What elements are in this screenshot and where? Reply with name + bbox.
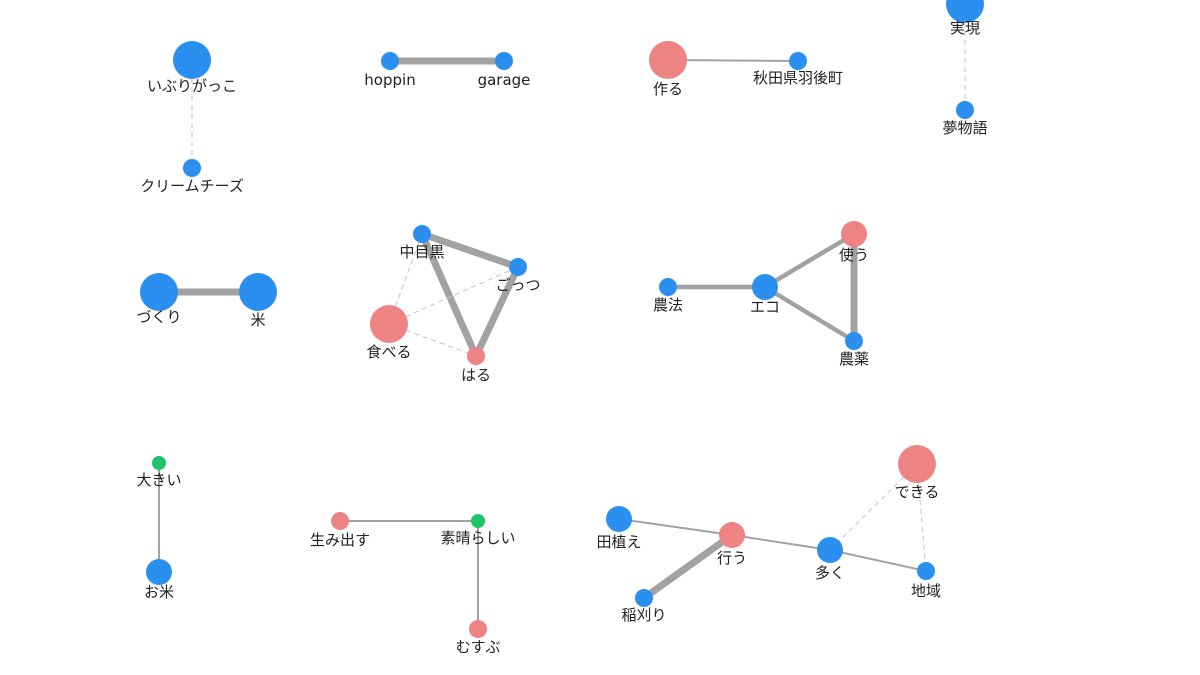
node-label-garage: garage <box>478 71 531 89</box>
edge-eco-tsukau <box>763 232 856 289</box>
node-umidasu[interactable] <box>331 512 349 530</box>
node-label-ookii: 大きい <box>136 471 181 489</box>
node-iburigakko[interactable] <box>173 41 211 79</box>
edge-nakameguro-taberu <box>388 233 423 325</box>
node-label-nakameguro: 中目黒 <box>399 243 444 261</box>
node-label-hoppin: hoppin <box>364 71 415 89</box>
edges-layer <box>158 4 966 629</box>
edge-taue-okonau <box>618 518 733 536</box>
edge-okonau-inekari <box>641 532 735 601</box>
edge-nakameguro-haru <box>418 232 480 358</box>
node-okome[interactable] <box>146 559 172 585</box>
node-okonau[interactable] <box>719 522 745 548</box>
node-haru[interactable] <box>467 347 485 365</box>
node-subarashii[interactable] <box>471 514 485 528</box>
node-garage[interactable] <box>495 52 513 70</box>
node-label-eco: エコ <box>750 298 780 316</box>
node-cream_cheese[interactable] <box>183 159 201 177</box>
node-label-okonau: 行う <box>717 549 747 567</box>
node-label-ooku: 多く <box>815 564 845 582</box>
edge-ooku-dekiru <box>829 463 918 551</box>
node-label-gottsu: ごっつ <box>495 276 540 294</box>
edge-nakameguro-gottsu <box>420 230 520 271</box>
node-label-taue: 田植え <box>596 533 641 551</box>
node-hoppin[interactable] <box>381 52 399 70</box>
node-tsukau[interactable] <box>841 221 867 247</box>
node-taue[interactable] <box>606 506 632 532</box>
node-label-zukuri: づくり <box>136 308 181 326</box>
node-label-dekiru: できる <box>895 483 940 501</box>
node-musubu[interactable] <box>469 620 487 638</box>
node-taberu[interactable] <box>370 305 408 343</box>
node-jitsugen[interactable] <box>946 0 984 23</box>
nodes-layer <box>140 0 984 638</box>
node-label-noyaku: 農薬 <box>839 350 869 368</box>
edge-taberu-gottsu <box>388 266 519 325</box>
node-noyaku[interactable] <box>845 332 863 350</box>
node-eco[interactable] <box>752 274 778 300</box>
edge-okonau-ooku <box>731 534 831 551</box>
edge-taberu-haru <box>388 323 477 357</box>
node-label-okome: お米 <box>144 583 174 601</box>
node-label-yume: 夢物語 <box>942 119 987 137</box>
node-noho[interactable] <box>659 278 677 296</box>
node-label-chiiki: 地域 <box>911 582 941 600</box>
node-inekari[interactable] <box>635 589 653 607</box>
node-label-cream_cheese: クリームチーズ <box>140 177 244 195</box>
node-ookii[interactable] <box>152 456 166 470</box>
node-label-subarashii: 素晴らしい <box>440 529 515 547</box>
node-label-kome: 米 <box>250 311 265 329</box>
node-label-tsukuru: 作る <box>653 80 683 98</box>
node-label-taberu: 食べる <box>366 343 411 361</box>
node-chiiki[interactable] <box>917 562 935 580</box>
edge-ooku-chiiki <box>829 549 927 572</box>
node-yume[interactable] <box>956 101 974 119</box>
node-label-inekari: 稲刈り <box>621 606 666 624</box>
node-label-noho: 農法 <box>653 296 683 314</box>
node-label-jitsugen: 実現 <box>950 19 980 37</box>
edge-eco-noyaku <box>763 285 856 343</box>
node-label-umidasu: 生み出す <box>310 531 370 549</box>
node-label-ugo: 秋田県羽後町 <box>753 69 843 87</box>
node-label-haru: はる <box>461 366 491 384</box>
edge-tsukuru-ugo <box>667 59 799 62</box>
node-nakameguro[interactable] <box>413 225 431 243</box>
node-ooku[interactable] <box>817 537 843 563</box>
edge-gottsu-haru <box>472 265 522 358</box>
node-zukuri[interactable] <box>140 273 178 311</box>
node-gottsu[interactable] <box>509 258 527 276</box>
node-label-musubu: むすぶ <box>456 638 501 656</box>
node-tsukuru[interactable] <box>649 41 687 79</box>
node-ugo[interactable] <box>789 52 807 70</box>
node-kome[interactable] <box>239 273 277 311</box>
node-label-iburigakko: いぶりがっこ <box>147 77 237 95</box>
node-dekiru[interactable] <box>898 445 936 483</box>
node-label-tsukau: 使う <box>839 246 869 264</box>
